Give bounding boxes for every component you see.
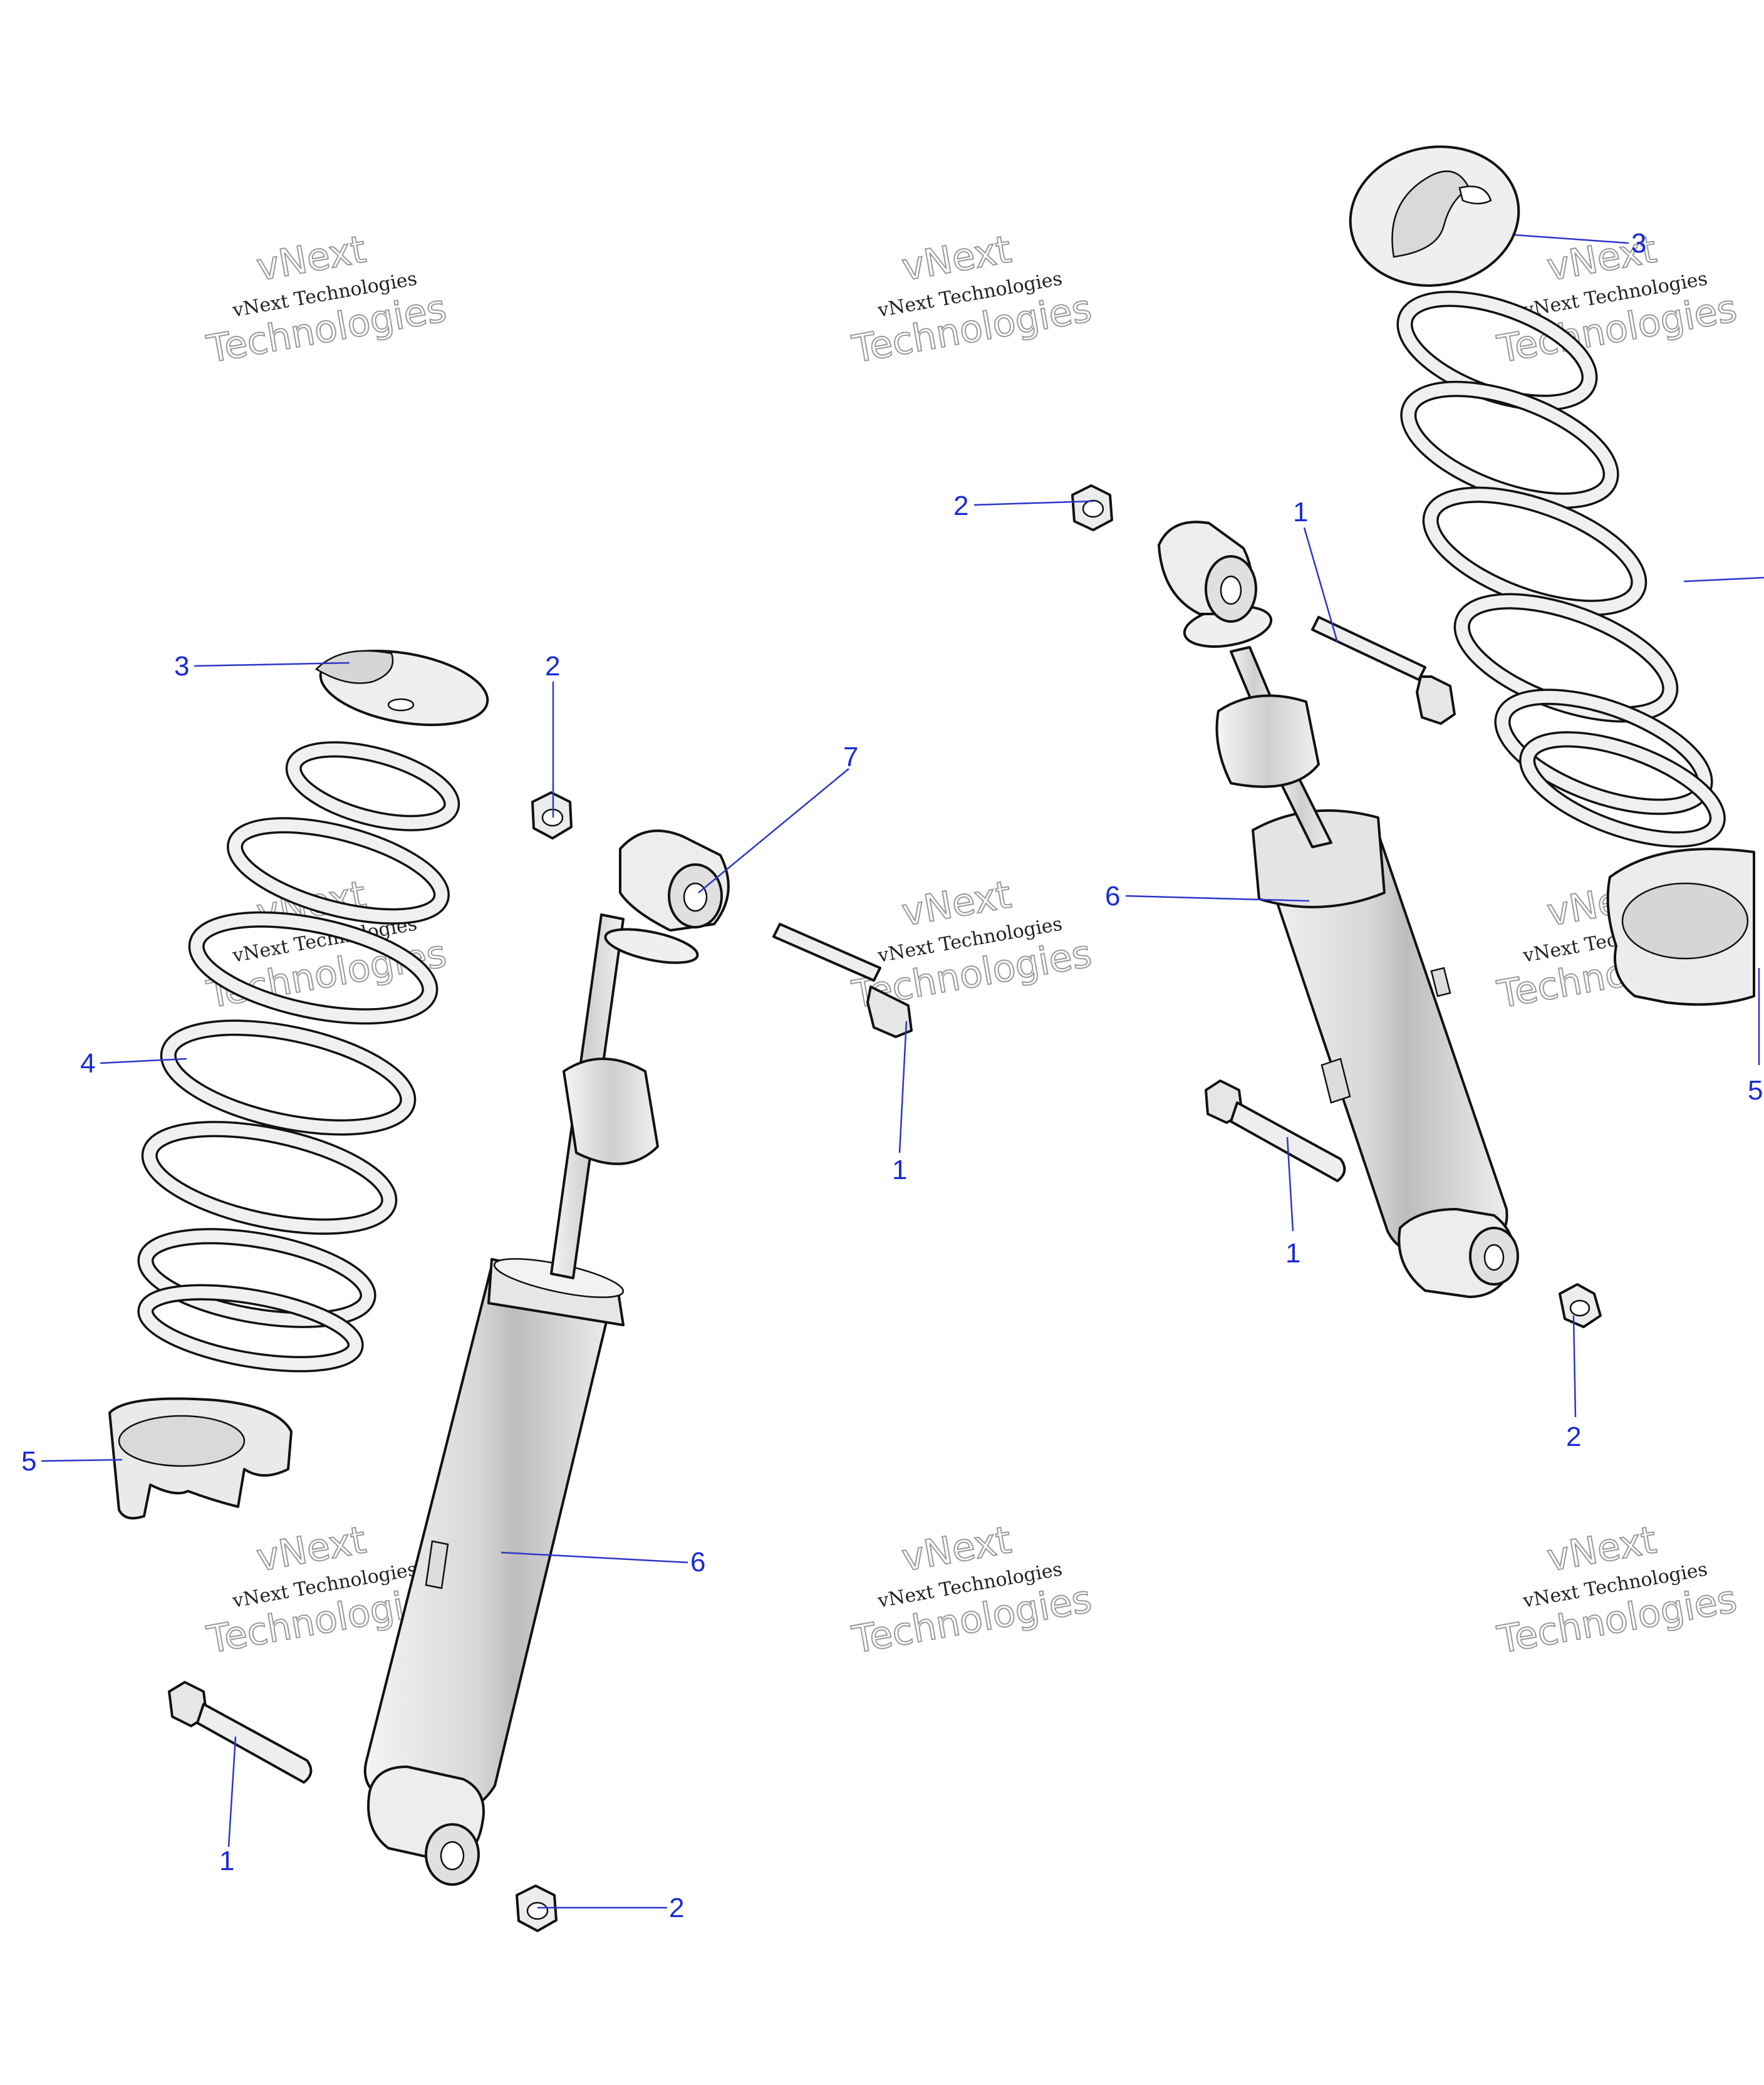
svg-text:1: 1 (1285, 1238, 1300, 1269)
callout-nut-lower-left: 2 (537, 1893, 684, 1923)
callout-bolt-lower-right: 1 (1285, 1136, 1300, 1269)
callout-coil-spring-right (1683, 576, 1764, 583)
coil-spring-left (137, 741, 460, 1373)
nut-right-upper (1071, 484, 1113, 531)
callout-bushing-left: 7 (698, 742, 858, 893)
svg-text:3: 3 (174, 651, 189, 682)
watermark: vNext Technologies vNext Technologies (1493, 227, 1741, 372)
watermark: vNext Technologies vNext Technologies (848, 227, 1096, 372)
svg-text:2: 2 (545, 651, 560, 682)
svg-text:5: 5 (1748, 1075, 1763, 1106)
svg-text:7: 7 (843, 742, 858, 772)
svg-text:1: 1 (219, 1846, 234, 1876)
svg-text:5: 5 (21, 1446, 36, 1477)
callout-bolt-upper-right: 1 (1293, 497, 1339, 643)
callout-bolt-center: 1 (892, 1021, 907, 1185)
callout-nut-lower-right: 2 (1566, 1315, 1581, 1452)
shock-absorber-left (363, 829, 730, 1886)
callout-shock-absorber-left: 6 (501, 1547, 705, 1578)
svg-text:2: 2 (1566, 1422, 1581, 1452)
svg-text:1: 1 (892, 1155, 907, 1185)
bolt-center (772, 923, 913, 1038)
svg-text:2: 2 (953, 491, 968, 521)
shock-absorber-right (1158, 521, 1519, 1298)
svg-text:6: 6 (1105, 881, 1120, 912)
svg-text:4: 4 (80, 1048, 95, 1079)
callout-spring-seat-left: 5 (21, 1446, 123, 1477)
callout-shock-absorber-right: 6 (1105, 881, 1310, 912)
coil-spring-right (1396, 290, 1726, 848)
callout-spring-seat-right: 5 (1748, 968, 1763, 1106)
spring-retainer-right (1349, 145, 1520, 287)
spring-retainer-left (314, 649, 489, 727)
bolt-upper-right (1311, 616, 1456, 725)
callout-bolt-lower-left: 1 (219, 1736, 237, 1876)
watermark: vNext Technologies vNext Technologies (1493, 1517, 1741, 1663)
bolt-lower-right (1205, 1079, 1346, 1182)
spring-seat-right (1606, 848, 1755, 1006)
callout-nut-left-upper: 2 (545, 651, 560, 818)
spring-seat-left (108, 1397, 293, 1520)
watermark: vNext Technologies vNext Technologies (203, 227, 450, 372)
nut-left-upper (531, 791, 573, 840)
svg-text:1: 1 (1293, 497, 1308, 528)
nut-lower-left (516, 1885, 558, 1932)
svg-text:6: 6 (690, 1547, 705, 1578)
callout-coil-spring-left: 4 (80, 1048, 187, 1079)
callout-spring-retainer-right: 3 (1514, 228, 1646, 259)
watermark: vNext Technologies vNext Technologies (848, 1517, 1096, 1663)
bolt-lower-left (168, 1681, 313, 1784)
callout-nut-right-upper: 2 (953, 491, 1094, 521)
callout-spring-retainer-left: 3 (174, 651, 350, 682)
svg-text:3: 3 (1631, 228, 1646, 259)
svg-text:2: 2 (669, 1893, 684, 1923)
watermark: vNext Technologies vNext Technologies (203, 872, 450, 1017)
nut-lower-right (1559, 1283, 1602, 1328)
